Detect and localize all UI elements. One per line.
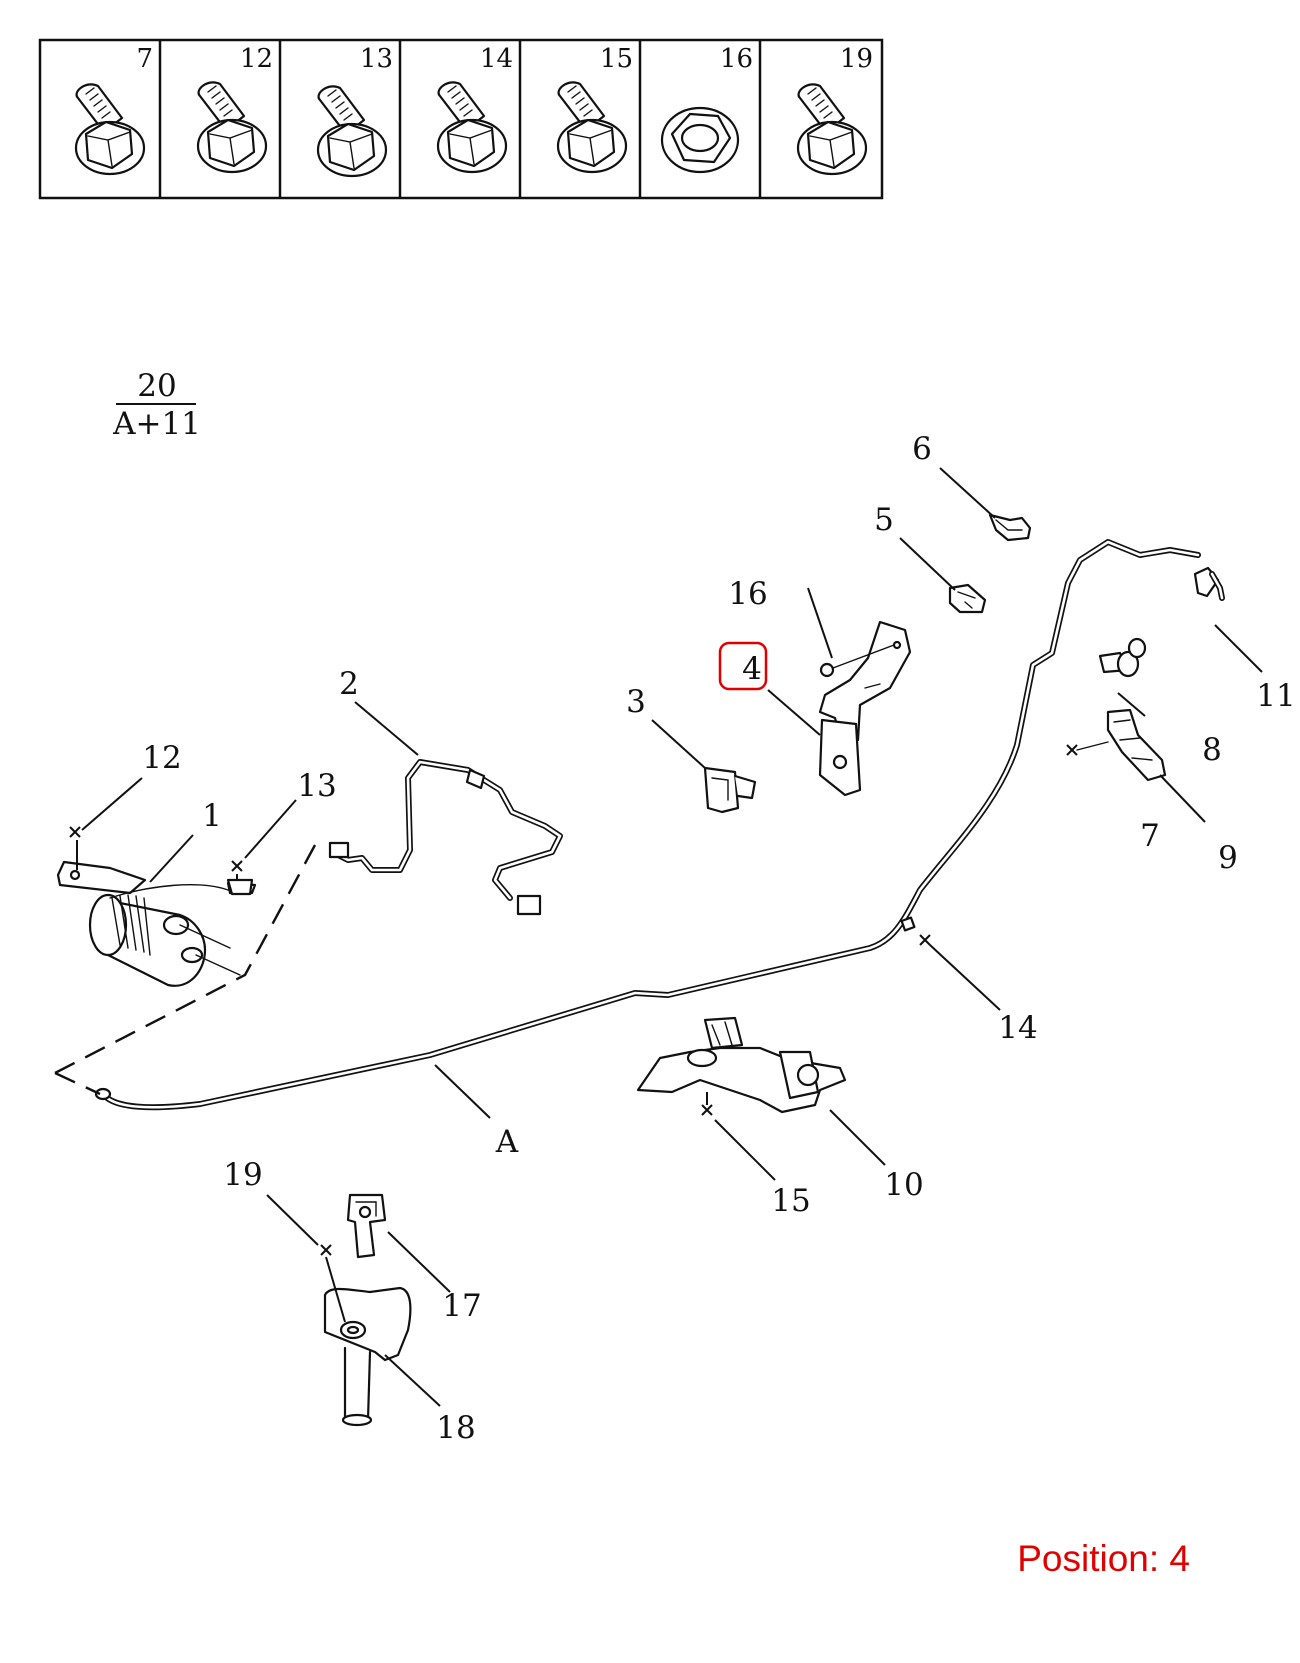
part-9-clip: [1106, 708, 1167, 782]
callout-5[interactable]: 5: [874, 502, 894, 538]
part-11-fitting: [1193, 566, 1225, 601]
part-5-clip: [948, 583, 987, 614]
hardware-label-14: 14: [480, 44, 513, 74]
part-6-clip: [988, 513, 1032, 542]
callout-17[interactable]: 17: [442, 1288, 481, 1324]
callout-18[interactable]: 18: [436, 1410, 475, 1446]
callout-10[interactable]: 10: [884, 1167, 923, 1203]
fastener-marks: [69, 826, 931, 1256]
callout-19[interactable]: 19: [223, 1157, 262, 1193]
callout-16[interactable]: 16: [728, 576, 767, 612]
hardware-table: 7 12 13 14 15 16 19: [38, 38, 884, 200]
part-8-fitting: [1098, 637, 1147, 678]
nut-16-drawing: [660, 106, 740, 174]
part-3-clip: [703, 766, 757, 814]
fraction-bottom: A+11: [112, 406, 201, 442]
callout-6[interactable]: 6: [912, 431, 932, 467]
hardware-label-15: 15: [600, 44, 633, 74]
pipe-a: [54, 539, 1201, 1111]
part-10-bracket: [636, 1016, 847, 1114]
callout-15[interactable]: 15: [771, 1183, 810, 1219]
callout-a[interactable]: A: [495, 1124, 519, 1160]
quantity-fraction: 20 A+11: [112, 368, 201, 442]
leader-lines: [81, 467, 1263, 1407]
hardware-label-7: 7: [136, 44, 153, 74]
callout-14[interactable]: 14: [998, 1010, 1037, 1046]
hardware-label-12: 12: [240, 44, 273, 74]
hardware-label-19: 19: [840, 44, 873, 74]
callouts: 1 2 3 4 5 6 7 8 9 10 11 12 13 14 15 16 1…: [142, 431, 1295, 1446]
position-label: Position: 4: [1017, 1538, 1190, 1579]
part-2-pipe: [328, 759, 563, 916]
part-17-clip: [346, 1193, 387, 1259]
callout-7[interactable]: 7: [1140, 818, 1160, 854]
fraction-top: 20: [137, 368, 176, 404]
callout-8[interactable]: 8: [1202, 732, 1222, 768]
callout-11[interactable]: 11: [1256, 678, 1295, 714]
part-18-bracket: [323, 1286, 412, 1427]
callout-4[interactable]: 4: [742, 651, 762, 687]
part-4-bracket: [818, 620, 912, 797]
callout-13[interactable]: 13: [297, 768, 336, 804]
callout-2[interactable]: 2: [339, 666, 359, 702]
hardware-label-16: 16: [720, 44, 753, 74]
part-1-fuel-filter: [56, 860, 257, 987]
callout-12[interactable]: 12: [142, 740, 181, 776]
callout-9[interactable]: 9: [1218, 840, 1238, 876]
callout-1[interactable]: 1: [202, 798, 222, 834]
callout-3[interactable]: 3: [626, 684, 646, 720]
part-16-nut: [819, 662, 835, 678]
hardware-label-13: 13: [360, 44, 393, 74]
highlight-box: [718, 641, 768, 691]
